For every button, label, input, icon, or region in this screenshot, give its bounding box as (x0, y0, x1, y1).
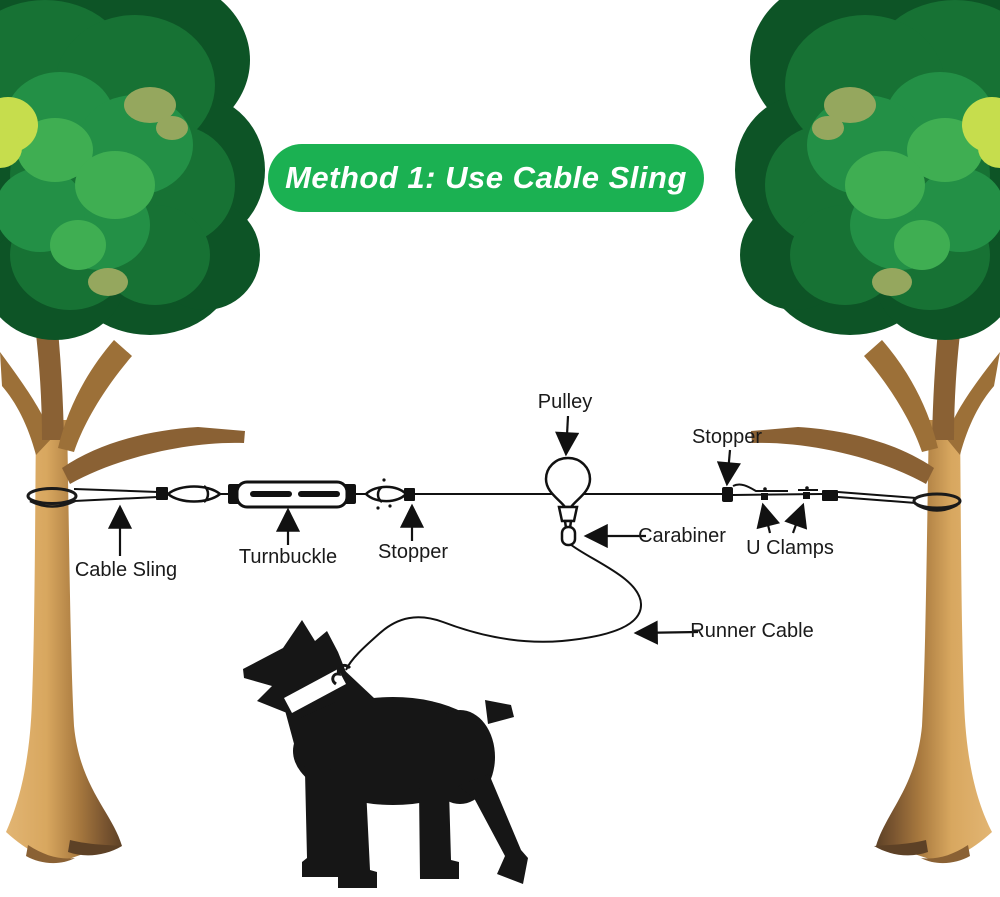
u-clamp-left-arrow (756, 502, 781, 534)
carabiner-label: Carabiner (638, 525, 726, 547)
dog-silhouette (243, 620, 528, 888)
left-tree-foliage (0, 0, 265, 340)
runner-cable-label: Runner Cable (690, 620, 814, 642)
right-tree-trunk (751, 292, 1000, 864)
runner-cable-graphic (345, 543, 643, 671)
stopper-left-label: Stopper (377, 541, 449, 563)
pulley-graphic (544, 456, 592, 509)
turnbuckle-graphic (228, 480, 356, 509)
collar-clip (331, 663, 352, 686)
stopper-left-graphic (404, 488, 415, 501)
annotation-arrows (107, 415, 808, 645)
swivel-graphic (557, 505, 579, 530)
eye-hook-left (166, 485, 222, 503)
right-tree (735, 0, 1000, 864)
stopper-right-label: Stopper (691, 426, 763, 448)
carabiner-graphic (560, 525, 577, 547)
stopper-right-graphic (722, 487, 733, 502)
title-banner: Method 1: Use Cable Sling (268, 144, 704, 212)
stopper-right-arrow (716, 449, 741, 487)
cable-clamp (156, 487, 168, 500)
u-clamp-right-graphic (803, 486, 810, 499)
u-clamp-left-graphic (761, 487, 768, 500)
cable-sleeve-graphic (822, 490, 838, 501)
cable-sling-wrap-right (912, 492, 962, 512)
right-tree-foliage (735, 0, 1000, 340)
dog-collar (284, 669, 346, 713)
pulley-label: Pulley (537, 391, 593, 413)
cable-sling-wrap-left (26, 487, 78, 508)
turnbuckle-label: Turnbuckle (238, 546, 338, 568)
cable-sling-label: Cable Sling (74, 559, 178, 581)
eye-hook-right (364, 478, 408, 510)
u-clamp-right-arrow (784, 502, 808, 534)
pulley-arrow (555, 415, 580, 457)
u-clamps-label: U Clamps (746, 537, 834, 559)
title-banner-text: Method 1: Use Cable Sling (285, 160, 687, 195)
runner-cable-arrow (633, 620, 699, 645)
left-tree (0, 0, 265, 864)
